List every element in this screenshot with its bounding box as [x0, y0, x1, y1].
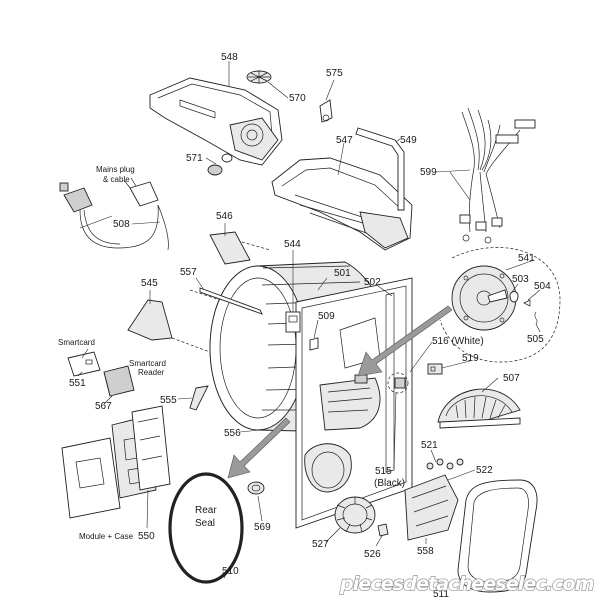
- label-rear: Rear: [195, 505, 217, 516]
- part-519-connector: [427, 363, 443, 375]
- label-smartcard-reader-2: Reader: [138, 368, 165, 377]
- label-504: 504: [534, 281, 551, 292]
- part-527-impeller: [334, 496, 376, 534]
- leader-lines: [77, 61, 541, 579]
- part-599-wiring: [459, 107, 536, 244]
- label-551: 551: [69, 378, 86, 389]
- part-551-smartcard: [67, 351, 101, 377]
- part-544-switch: [285, 311, 301, 333]
- label-503: 503: [512, 274, 529, 285]
- label-548: 548: [221, 52, 238, 63]
- label-544: 544: [284, 239, 301, 250]
- label-and-cable: & cable: [103, 175, 130, 184]
- label-569: 569: [254, 522, 271, 533]
- label-509: 509: [318, 311, 335, 322]
- label-seal: Seal: [195, 518, 215, 529]
- label-555: 555: [160, 395, 177, 406]
- label-549: 549: [400, 135, 417, 146]
- part-555-seal-strip: [189, 385, 209, 411]
- part-541-motor-group: [439, 247, 561, 363]
- part-571-knob: [207, 153, 233, 176]
- part-511-cover: [457, 479, 538, 593]
- label-515-black: (Black): [374, 478, 405, 489]
- part-549-pipe: [355, 127, 405, 211]
- label-545: 545: [141, 278, 158, 289]
- label-module-case: Module + Case: [79, 532, 134, 541]
- label-570: 570: [289, 93, 306, 104]
- label-541: 541: [518, 253, 535, 264]
- label-546: 546: [216, 211, 233, 222]
- label-522: 522: [476, 465, 493, 476]
- label-smartcard: Smartcard: [58, 338, 95, 347]
- label-556: 556: [224, 428, 241, 439]
- part-508-mains-plug: [59, 177, 169, 251]
- part-569-roller: [247, 481, 265, 495]
- part-515-sensor: [394, 377, 406, 389]
- part-521-screws: [426, 458, 464, 470]
- part-502-back-panel: [295, 277, 413, 529]
- direction-arrows: [227, 305, 453, 479]
- label-558: 558: [417, 546, 434, 557]
- label-510: 510: [222, 566, 239, 577]
- part-510-rear-seal: [168, 472, 244, 584]
- label-567: 567: [95, 401, 112, 412]
- label-575: 575: [326, 68, 343, 79]
- part-509-clip: [309, 337, 319, 351]
- label-547: 547: [336, 135, 353, 146]
- part-547-housing: [271, 157, 413, 251]
- label-550: 550: [138, 531, 155, 542]
- part-507-fan: [437, 388, 521, 429]
- part-548-top-tray: [149, 77, 283, 166]
- part-526-clip: [377, 523, 389, 537]
- label-505: 505: [527, 334, 544, 345]
- label-511: 511: [433, 589, 449, 600]
- label-557: 557: [180, 267, 197, 278]
- part-575-sensor: [319, 99, 333, 123]
- label-502: 502: [364, 277, 381, 288]
- watermark: piecesdetacheeselec.com: [339, 573, 595, 595]
- part-567-reader: [103, 365, 135, 397]
- label-515: 515: [375, 466, 392, 477]
- label-507: 507: [503, 373, 520, 384]
- label-516-white: 516 (White): [432, 336, 484, 347]
- part-558-duct: [404, 474, 459, 541]
- label-571: 571: [186, 153, 203, 164]
- part-550-module-case: [61, 405, 171, 519]
- label-508: 508: [113, 219, 130, 230]
- label-599: 599: [420, 167, 437, 178]
- part-557-strip: [199, 287, 263, 315]
- part-570-filter: [246, 70, 272, 84]
- part-546-bracket: [209, 231, 251, 265]
- label-mains-plug: Mains plug: [96, 165, 135, 174]
- label-519: 519: [462, 353, 479, 364]
- label-526: 526: [364, 549, 381, 560]
- label-521: 521: [421, 440, 438, 451]
- label-527: 527: [312, 539, 329, 550]
- label-501: 501: [334, 268, 351, 279]
- part-545-cover: [127, 299, 173, 341]
- label-smartcard-reader-1: Smartcard: [129, 359, 166, 368]
- part-516-sensor: [354, 374, 368, 384]
